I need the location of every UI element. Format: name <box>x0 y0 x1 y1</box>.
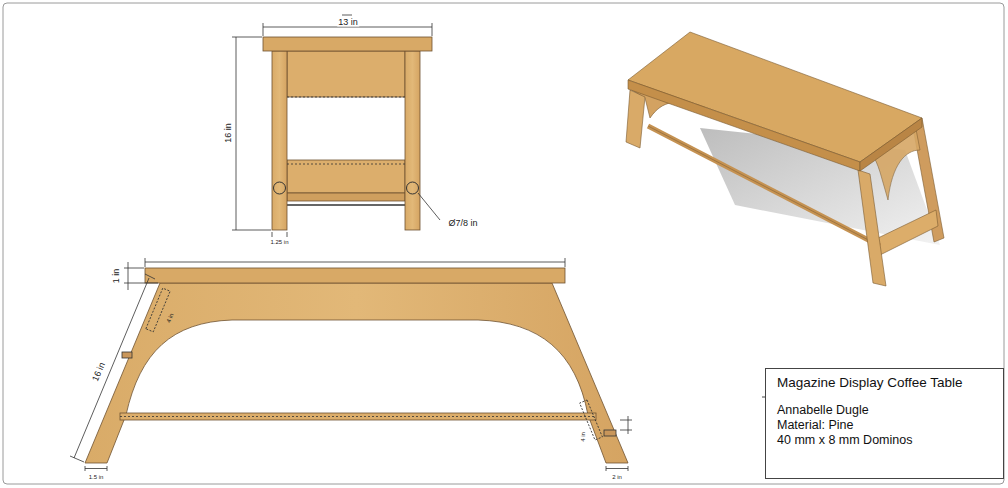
dimension-label: 16 in <box>91 360 108 383</box>
dimension-label: 1.25 in <box>269 239 289 245</box>
title-block: Magazine Display Coffee TableAnnabelle D… <box>765 368 1004 479</box>
side-dimensions <box>70 258 632 471</box>
front-dimensions <box>232 15 440 237</box>
sheet-border <box>3 3 1004 484</box>
side-view <box>85 268 628 463</box>
title-detail: 40 mm x 8 mm Dominos <box>777 433 993 448</box>
dimension-label: 2 in <box>611 474 623 480</box>
title-text: Magazine Display Coffee Table <box>777 375 993 391</box>
front-view <box>263 37 432 230</box>
title-detail: Annabelle Dugle <box>777 403 993 418</box>
dimension-label: 13 in <box>337 18 359 27</box>
title-detail: Material: Pine <box>777 418 993 433</box>
dimension-label: Ø7/8 in <box>447 219 478 228</box>
dimension-label: 4 in <box>580 432 586 442</box>
iso-view <box>626 32 944 286</box>
dimension-label: 1 in <box>112 268 121 285</box>
dimension-label: 16 in <box>224 122 233 144</box>
dimension-label: 1.5 in <box>88 474 105 480</box>
